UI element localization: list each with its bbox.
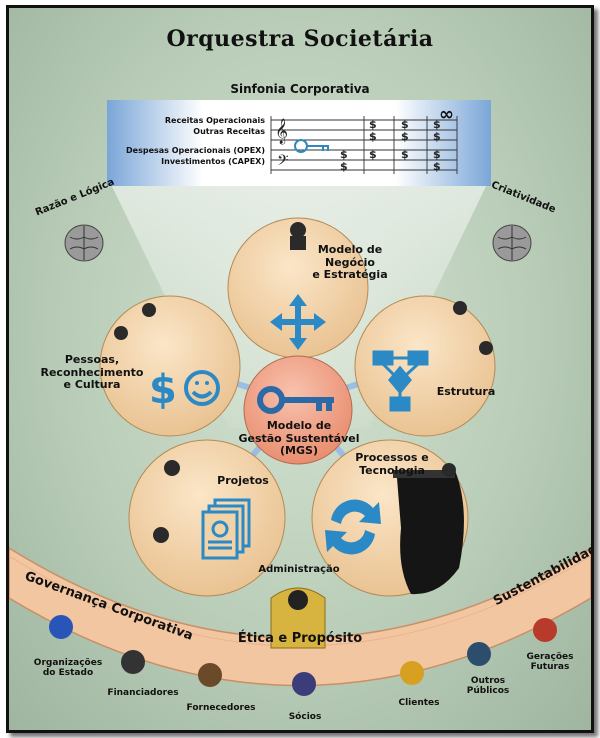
svg-text:$: $	[401, 118, 409, 131]
documents-icon	[201, 498, 251, 560]
arrows-icon	[270, 294, 326, 350]
score-row-receitas: Receitas Operacionais	[164, 116, 265, 125]
svg-text:$: $	[433, 130, 441, 143]
center-key-icon	[257, 386, 334, 414]
stakeholder-geracoes: Gerações Futuras	[526, 652, 574, 673]
smile-icon	[184, 370, 220, 406]
page-title: Orquestra Societária	[166, 26, 434, 52]
conductor-podium	[270, 587, 326, 649]
svg-text:$: $	[340, 160, 348, 173]
svg-text:$: $	[401, 130, 409, 143]
label-modelo: Modelo de Negócio e Estratégia	[312, 243, 388, 282]
dollar-smile-icon: $	[149, 367, 177, 413]
svg-text:𝄢: 𝄢	[277, 152, 289, 173]
svg-text:$: $	[340, 148, 348, 161]
label-processos: Processos e Tecnologia	[355, 451, 429, 477]
score-key-icon	[294, 139, 329, 153]
label-estrutura: Estrutura	[436, 385, 496, 398]
stakeholder-arc	[9, 547, 591, 687]
label-projetos: Projetos	[217, 474, 269, 487]
musicians	[114, 222, 493, 543]
svg-text:$: $	[433, 148, 441, 161]
stakeholder-socios: Sócios	[288, 712, 322, 722]
dollar-notes: $$$ $$$ $$$$ $$	[340, 118, 441, 173]
org-chart-icon	[372, 350, 429, 412]
svg-text:$: $	[433, 160, 441, 173]
score-row-opex: Despesas Operacionais (OPEX)	[126, 146, 265, 155]
score-row-capex: Investimentos (CAPEX)	[161, 157, 265, 166]
svg-text:$: $	[401, 148, 409, 161]
score-row-outras: Outras Receitas	[193, 127, 265, 136]
brain-icon-right	[492, 224, 532, 262]
circle-estrutura	[354, 295, 496, 437]
piano-icon	[393, 468, 464, 595]
svg-text:$: $	[369, 148, 377, 161]
svg-text:$: $	[369, 130, 377, 143]
background-graphics: 𝄞 𝄢 ∞ $$$ $$$ $$$$ $$ $	[9, 100, 591, 696]
score-labels: Receitas Operacionais Outras Receitas De…	[105, 115, 265, 167]
circle-center	[243, 355, 353, 465]
stakeholder-fornecedores: Fornecedores	[186, 703, 256, 713]
circle-pessoas	[99, 295, 241, 437]
svg-text:$: $	[369, 118, 377, 131]
svg-text:$: $	[433, 118, 441, 131]
stakeholder-figures	[49, 615, 557, 696]
svg-text:∞: ∞	[439, 104, 454, 125]
stakeholder-clientes: Clientes	[398, 698, 440, 708]
label-etica: Ética e Propósito	[237, 631, 363, 646]
stakeholder-financiadores: Financiadores	[107, 688, 179, 698]
label-pessoas: Pessoas, Reconhecimento e Cultura	[40, 353, 144, 392]
score-title: Sinfonia Corporativa	[230, 82, 370, 96]
diagram-frame: 𝄞 𝄢 ∞ $$$ $$$ $$$$ $$ $	[6, 5, 594, 733]
label-administracao: Administração	[258, 564, 340, 575]
svg-text:𝄞: 𝄞	[275, 118, 288, 144]
brain-icon-left	[64, 224, 104, 262]
stakeholder-estado: Organizações do Estado	[33, 658, 103, 679]
label-center: Modelo de Gestão Sustentável (MGS)	[238, 419, 360, 458]
refresh-icon	[325, 499, 381, 555]
stakeholder-outros: Outros Públicos	[466, 676, 510, 697]
